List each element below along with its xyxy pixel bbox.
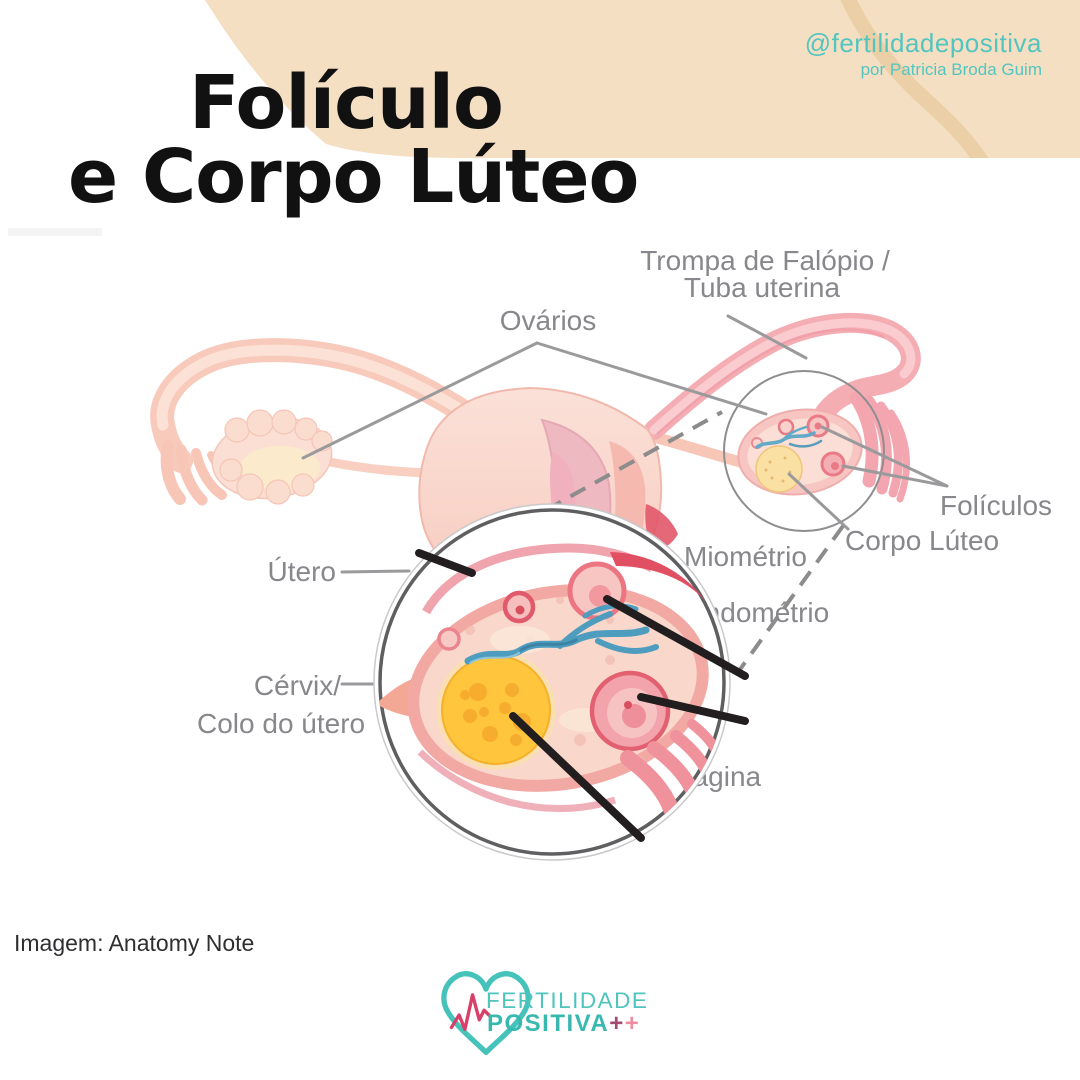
label-utero: Útero [268, 556, 336, 587]
brand-logo: FERTILIDADE POSITIVA++ [436, 964, 676, 1064]
left-ovary [211, 409, 333, 505]
magnify-dashed-lines [545, 410, 845, 677]
small-ovary-vessels [755, 425, 823, 449]
pointer-utero [340, 569, 411, 574]
logo-text-positiva: POSITIVA++ [487, 1010, 640, 1038]
label-ovarios: Ovários [500, 305, 596, 336]
image-credit: Imagem: Anatomy Note [14, 930, 255, 956]
ovary-vessels-magnified [464, 603, 659, 665]
follicles-magnified [437, 561, 671, 752]
label-miometrio: Miométrio [684, 541, 807, 572]
logo-positiva-word: POSITIVA [487, 1010, 610, 1037]
account-handle: @fertilidadepositiva [804, 28, 1042, 58]
account-byline: por Patricia Broda Guim [860, 60, 1042, 79]
logo-text-fertilidade: FERTILIDADE [486, 988, 649, 1013]
label-cervix: Cérvix/ [254, 670, 341, 701]
label-corpo-luteo: Corpo Lúteo [845, 525, 999, 556]
pointer-foliculos-upper [820, 425, 949, 488]
magnified-ovary [378, 543, 726, 817]
page-title-line1: Folículo [189, 60, 504, 146]
pointer-ovarios-left [301, 341, 539, 460]
corpus-luteum-magnified [436, 650, 556, 770]
right-ovary [737, 408, 863, 496]
ovary-red-rim [610, 552, 706, 602]
pointer-trompa [726, 314, 808, 360]
label-colo-do-utero: Colo do útero [197, 708, 365, 739]
zoom-source-circle [723, 370, 885, 532]
label-trompa-line1: Trompa de Falópio / [640, 245, 890, 276]
right-fimbriae [849, 391, 910, 503]
logo-plus-pink: + [624, 1010, 641, 1037]
logo-plus-dark: + [609, 1010, 625, 1037]
pointer-ovarios-right [535, 341, 768, 416]
heart-pulse-icon [441, 971, 531, 1056]
pointer-foliculos-lower [841, 464, 949, 488]
pointer-corpo-luteo [787, 472, 850, 531]
right-fallopian-tube [644, 312, 921, 440]
beige-corner-shape [205, 0, 1080, 158]
small-follicle [777, 418, 795, 436]
page-title-line2: e Corpo Lúteo [68, 134, 639, 220]
label-pointer-lines [301, 314, 949, 686]
black-annotation-lines [415, 549, 749, 842]
account-block: @fertilidadepositiva por Patricia Broda … [805, 28, 1042, 80]
label-trompa-line2: Tuba uterina [684, 272, 841, 303]
label-foliculos: Folículos [940, 490, 1052, 521]
small-corpus-luteum [755, 445, 803, 493]
beige-ribbon-curve [838, 0, 989, 158]
image-edge-artifact [8, 228, 102, 236]
